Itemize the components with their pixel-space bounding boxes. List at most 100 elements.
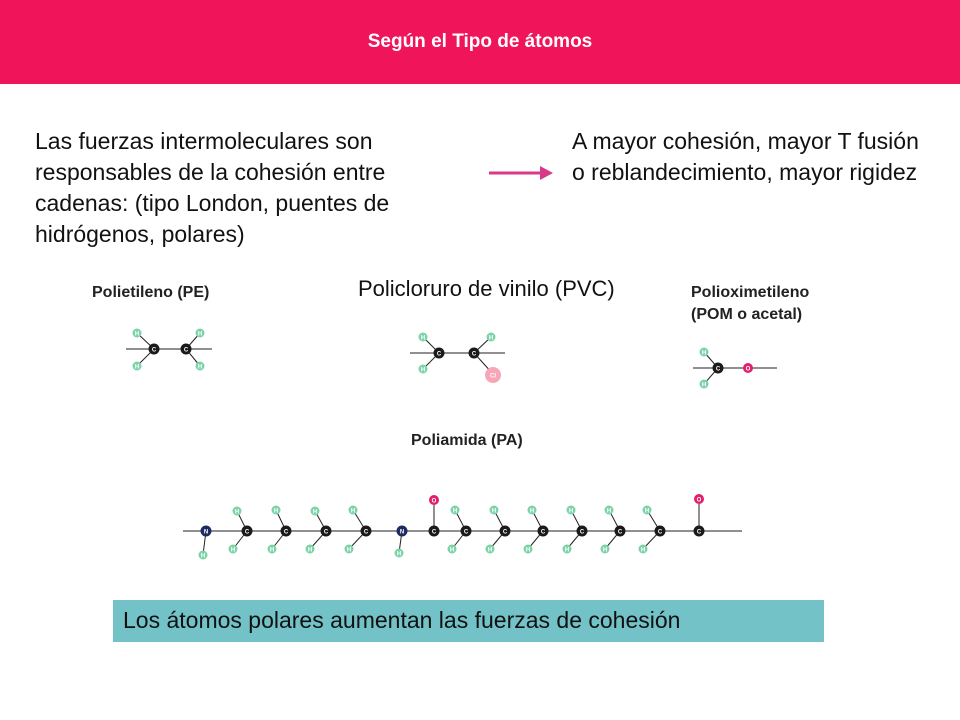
svg-text:C: C (658, 530, 663, 536)
svg-text:C: C (541, 530, 546, 536)
pe-atoms: H H H H C C (132, 328, 205, 371)
svg-text:C: C (618, 530, 623, 536)
svg-text:H: H (569, 509, 573, 515)
hydrogen-atom: H (699, 347, 709, 357)
hydrogen-atom: H (418, 332, 428, 342)
conclusion-text: Los átomos polares aumentan las fuerzas … (123, 607, 681, 633)
hydrogen-atom: H (132, 328, 142, 338)
svg-text:H: H (489, 336, 493, 342)
svg-text:H: H (453, 509, 457, 515)
carbon-atom: C (693, 525, 705, 537)
svg-text:H: H (201, 554, 205, 560)
svg-text:C: C (184, 348, 189, 354)
svg-text:H: H (565, 548, 569, 554)
carbon-atom: C (712, 362, 724, 374)
hydrogen-atom: H (566, 505, 576, 515)
carbon-atom: C (428, 525, 440, 537)
cohesion-explanation: Las fuerzas intermoleculares son respons… (35, 128, 390, 247)
svg-text:H: H (198, 332, 202, 338)
chlorine-atom: Cl (485, 367, 501, 383)
header-bar: Según el Tipo de átomos (0, 0, 960, 84)
nitrogen-atom: N (200, 525, 212, 537)
arrow-right-icon (489, 166, 553, 180)
hydrogen-atom: H (418, 364, 428, 374)
carbon-atom: C (320, 525, 332, 537)
pom-label-line1: Polioximetileno (691, 284, 810, 301)
carbon-atom: C (241, 525, 253, 537)
svg-text:H: H (603, 548, 607, 554)
carbon-atom: C (360, 525, 372, 537)
svg-text:C: C (472, 352, 477, 358)
svg-text:H: H (313, 510, 317, 516)
svg-text:C: C (697, 530, 702, 536)
hydrogen-atom: H (450, 505, 460, 515)
svg-text:H: H (645, 509, 649, 515)
hydrogen-atom: H (600, 544, 610, 554)
pa-label: Poliamida (PA) (411, 432, 523, 449)
svg-text:C: C (464, 530, 469, 536)
pom-label-line2: (POM o acetal) (691, 306, 803, 323)
svg-text:N: N (400, 530, 404, 536)
svg-text:H: H (421, 336, 425, 342)
carbon-atom: C (460, 525, 472, 537)
svg-text:C: C (245, 530, 250, 536)
oxygen-atom: O (694, 494, 704, 504)
hydrogen-atom: H (489, 505, 499, 515)
hydrogen-atom: H (267, 544, 277, 554)
hydrogen-atom: H (485, 544, 495, 554)
svg-text:C: C (324, 530, 329, 536)
carbon-atom: C (654, 525, 666, 537)
svg-text:C: C (364, 530, 369, 536)
svg-text:H: H (270, 548, 274, 554)
hydrogen-atom: H (486, 332, 496, 342)
pvc-label: Policloruro de vinilo (PVC) (358, 276, 615, 301)
svg-text:H: H (641, 548, 645, 554)
hydrogen-atom: H (638, 544, 648, 554)
hydrogen-atom: H (642, 505, 652, 515)
carbon-atom: C (499, 525, 511, 537)
carbon-atom: C (433, 347, 445, 359)
svg-text:Cl: Cl (490, 374, 496, 380)
svg-text:H: H (421, 368, 425, 374)
svg-text:O: O (432, 499, 437, 505)
svg-text:H: H (492, 509, 496, 515)
svg-text:C: C (503, 530, 508, 536)
conclusion-banner: Los átomos polares aumentan las fuerzas … (113, 600, 824, 642)
hydrogen-atom: H (195, 328, 205, 338)
svg-text:N: N (204, 530, 208, 536)
svg-text:O: O (746, 367, 751, 373)
hydrogen-atom: H (394, 548, 404, 558)
svg-text:C: C (716, 367, 721, 373)
carbon-atom: C (180, 343, 192, 355)
hydrogen-atom: H (271, 505, 281, 515)
svg-text:H: H (607, 509, 611, 515)
svg-text:C: C (152, 348, 157, 354)
svg-text:H: H (702, 351, 706, 357)
hydrogen-atom: H (523, 544, 533, 554)
svg-text:H: H (198, 365, 202, 371)
hydrogen-atom: H (305, 544, 315, 554)
oxygen-atom: O (429, 495, 439, 505)
carbon-atom: C (148, 343, 160, 355)
svg-text:H: H (231, 548, 235, 554)
svg-text:O: O (697, 498, 702, 504)
hydrogen-atom: H (348, 505, 358, 515)
slide-title: Según el Tipo de átomos (367, 31, 593, 52)
svg-text:H: H (351, 509, 355, 515)
hydrogen-atom: H (562, 544, 572, 554)
svg-text:H: H (308, 548, 312, 554)
carbon-atom: C (537, 525, 549, 537)
svg-text:H: H (397, 552, 401, 558)
hydrogen-atom: H (447, 544, 457, 554)
svg-text:H: H (702, 383, 706, 389)
pe-label: Polietileno (PE) (92, 284, 210, 301)
svg-text:C: C (432, 530, 437, 536)
svg-text:H: H (450, 548, 454, 554)
svg-text:H: H (135, 365, 139, 371)
carbon-atom: C (280, 525, 292, 537)
hydrogen-atom: H (344, 544, 354, 554)
carbon-atom: C (614, 525, 626, 537)
nitrogen-atom: N (396, 525, 408, 537)
hydrogen-atom: H (198, 550, 208, 560)
svg-text:H: H (526, 548, 530, 554)
